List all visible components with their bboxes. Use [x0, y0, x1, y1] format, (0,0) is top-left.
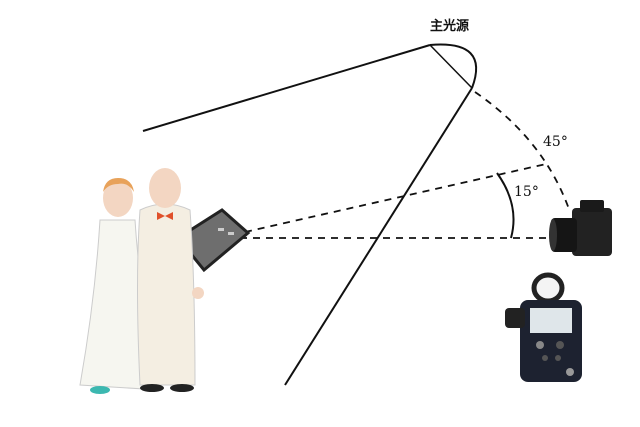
light-meter: [505, 272, 582, 382]
camera: [549, 200, 612, 256]
angle-15-label: 15°: [514, 184, 539, 200]
groom: [137, 168, 204, 392]
arc-15: [496, 172, 515, 239]
angle-45-label: 45°: [543, 134, 568, 150]
angle-guides: [240, 91, 571, 239]
line-15: [244, 163, 547, 233]
arc-45: [474, 91, 571, 213]
reflector: [175, 208, 251, 273]
main-light-source: [142, 43, 478, 386]
main-light-label: 主光源: [430, 18, 469, 34]
